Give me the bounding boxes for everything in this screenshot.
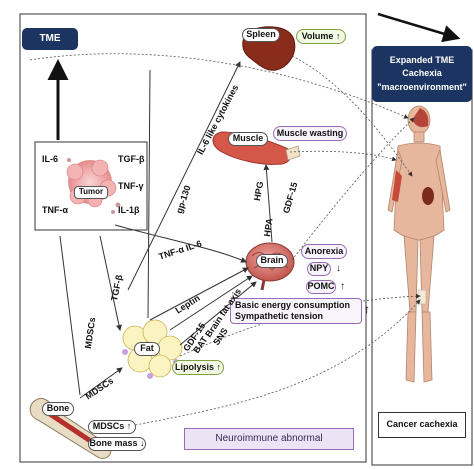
human-body-illustration bbox=[387, 105, 451, 383]
cytokine-tgfb: TGF-β bbox=[118, 154, 145, 164]
tme-label: TME bbox=[39, 32, 61, 44]
pomc-pill: POMC bbox=[306, 280, 336, 294]
volume-pill: Volume ↑ bbox=[296, 29, 346, 44]
muscle-label: Muscle bbox=[228, 132, 268, 146]
expanded-tme-box: Expanded TME Cachexia "macroenvironment" bbox=[372, 46, 472, 102]
cytokine-il6: IL-6 bbox=[42, 154, 59, 164]
energy-arrow: ↑ bbox=[364, 302, 370, 316]
body-muscle-mark bbox=[392, 170, 402, 202]
lipolysis-pill: Lipolysis ↑ bbox=[172, 360, 224, 375]
cytokine-tnfg: TNF-γ bbox=[118, 181, 144, 191]
mdscs-bone-pill: MDSCs ↑ bbox=[88, 420, 136, 434]
spleen-label: Spleen bbox=[242, 28, 280, 42]
fat-label: Fat bbox=[134, 342, 160, 356]
muscle-wasting-pill: Muscle wasting bbox=[273, 126, 347, 141]
body-bone-mark bbox=[417, 289, 427, 305]
body-spleen-mark bbox=[422, 187, 434, 205]
bone-mass-pill: Bone mass ↓ bbox=[88, 437, 146, 451]
npy-pill: NPY bbox=[307, 262, 331, 276]
expanded-tme-line1: Cachexia bbox=[402, 68, 442, 79]
tumor-label: Tumor bbox=[74, 186, 108, 199]
bone-label: Bone bbox=[42, 402, 74, 416]
cytokine-il1b: IL-1β bbox=[118, 205, 140, 215]
expand-arrow bbox=[377, 12, 461, 43]
expanded-tme-title: Expanded TME bbox=[389, 54, 455, 65]
body-brain-mark bbox=[412, 108, 429, 128]
main-panel-border bbox=[19, 13, 367, 463]
pomc-arrow: ↑ bbox=[340, 281, 345, 292]
neuroimmune-box: Neuroimmune abnormal bbox=[184, 428, 354, 450]
cancer-cachexia-box: Cancer cachexia bbox=[378, 412, 466, 438]
npy-arrow: ↓ bbox=[336, 263, 341, 274]
cytokine-tnfa: TNF-α bbox=[42, 205, 69, 215]
energy-box: Basic energy consumption Sympathetic ten… bbox=[230, 298, 362, 324]
expanded-tme-line2: "macroenvironment" bbox=[377, 81, 467, 92]
brain-label: Brain bbox=[256, 254, 288, 268]
anorexia-pill: Anorexia bbox=[301, 244, 347, 259]
tme-box: TME bbox=[22, 28, 78, 50]
